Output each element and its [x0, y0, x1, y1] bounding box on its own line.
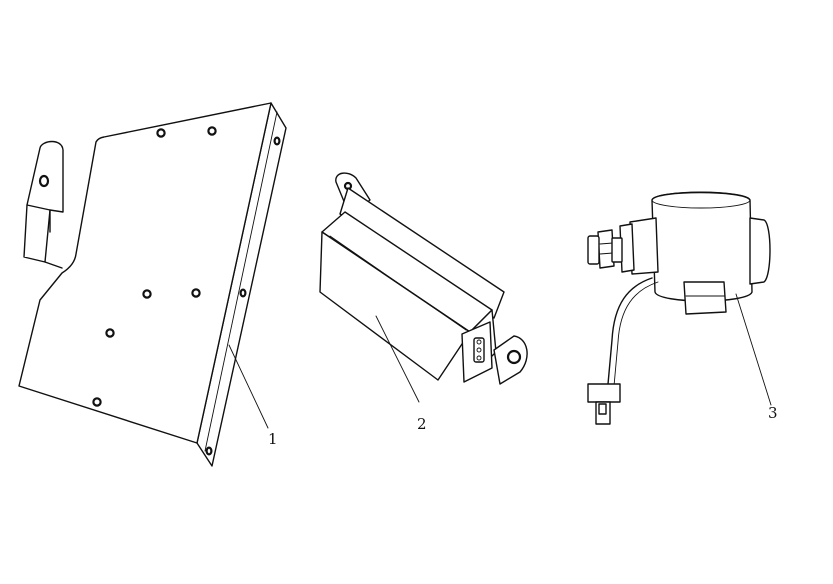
control-module-box-icon [319, 172, 528, 403]
solenoid-relay-icon [587, 191, 772, 425]
callout-2-label: 2 [417, 415, 427, 433]
callout-1-label: 1 [268, 430, 278, 448]
callout-3-label: 3 [768, 404, 778, 422]
mounting-bracket-plate-icon [18, 102, 287, 467]
